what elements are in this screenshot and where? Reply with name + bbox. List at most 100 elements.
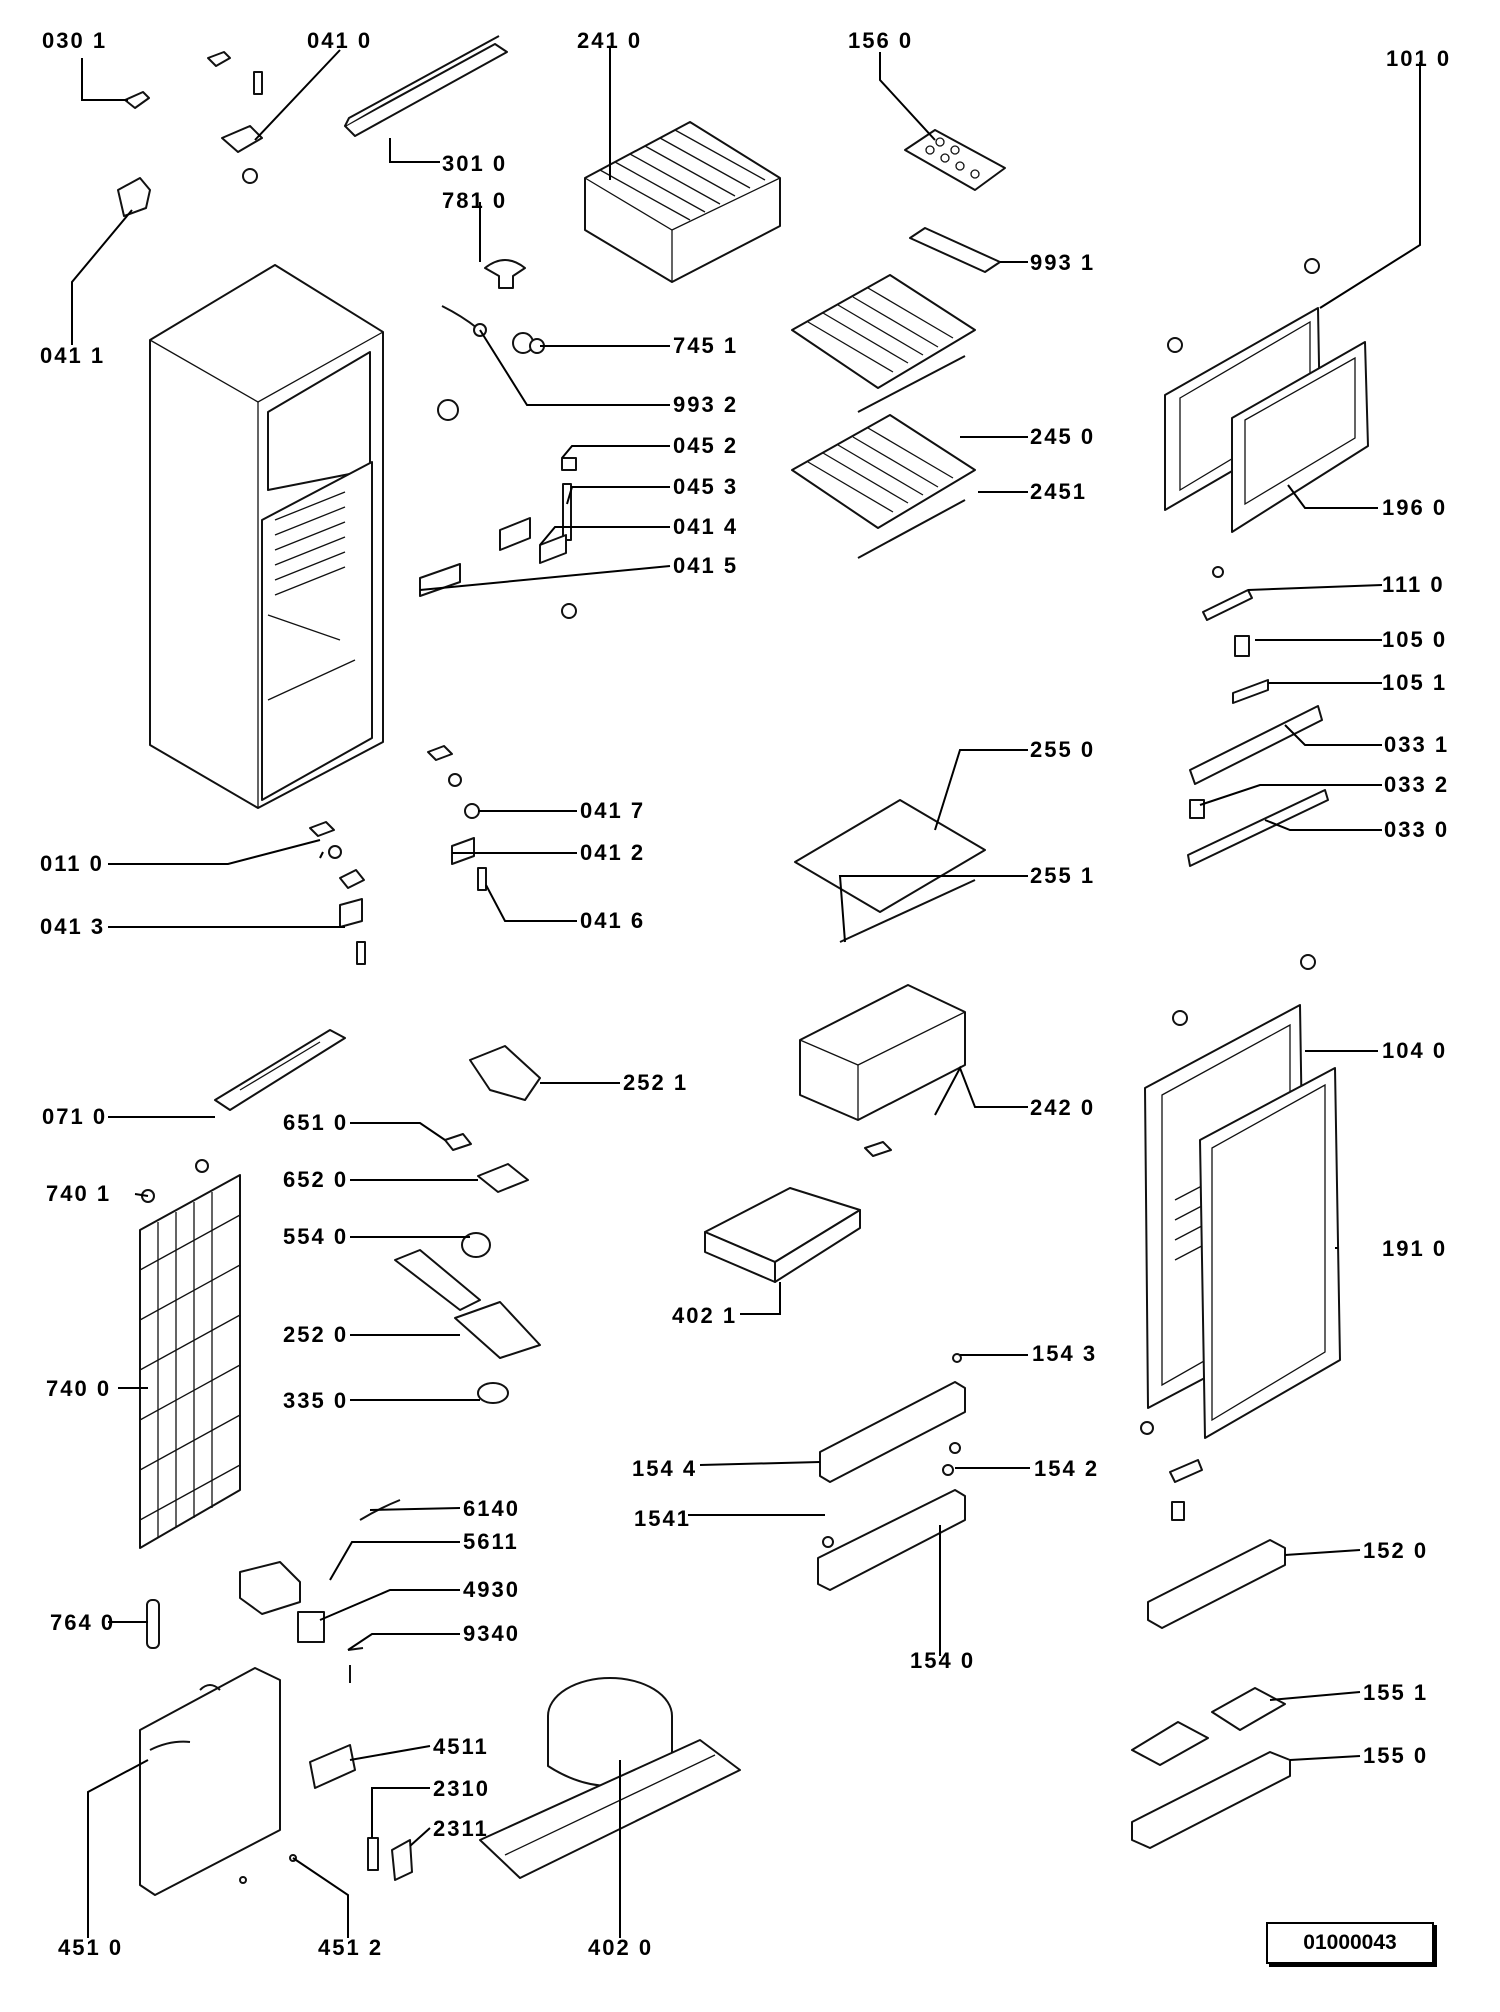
- label-0110: 011 0: [40, 851, 104, 876]
- part-0710-drip-channel: [214, 1029, 346, 1111]
- label-1110: 111 0: [1382, 572, 1445, 597]
- parts-1110-1050-1051-033: [1187, 566, 1329, 867]
- part-1910-door-gasket: [1199, 1067, 1341, 1439]
- part-0301-bracket: [124, 51, 231, 109]
- label-2450: 245 0: [1030, 424, 1096, 449]
- label-0414: 041 4: [673, 514, 739, 539]
- label-0416: 041 6: [580, 908, 646, 933]
- label-2410: 241 0: [577, 28, 643, 53]
- part-9931-shelf-trim: [909, 227, 1001, 273]
- part-2410-wire-shelf: [584, 121, 781, 283]
- label-2451: 2451: [1030, 479, 1087, 504]
- label-1540: 154 0: [910, 1648, 976, 1673]
- part-7401-clip: [141, 1159, 209, 1203]
- label-1960: 196 0: [1382, 495, 1448, 520]
- label-4021: 402 1: [672, 1303, 738, 1328]
- part-1560-ice-tray: [904, 129, 1006, 191]
- part-3010-top-trim: [344, 35, 508, 137]
- part-7640-filter-drier: [146, 1599, 160, 1649]
- label-9931: 993 1: [1030, 250, 1096, 275]
- part-1540-1544-door-bins: [817, 1353, 966, 1591]
- label-2311: 2311: [433, 1816, 489, 1841]
- label-2521: 252 1: [623, 1070, 689, 1095]
- label-0330: 033 0: [1384, 817, 1450, 842]
- label-1520: 152 0: [1363, 1538, 1429, 1563]
- document-number-box: 01000043: [1266, 1922, 1434, 1964]
- label-0301: 030 1: [42, 28, 108, 53]
- label-1544: 154 4: [632, 1456, 698, 1481]
- label-2550: 255 0: [1030, 737, 1096, 762]
- label-2551: 255 1: [1030, 863, 1096, 888]
- label-4512: 451 2: [318, 1935, 384, 1960]
- part-1551-1550-egg-tray: [1131, 1687, 1291, 1849]
- label-0415: 041 5: [673, 553, 739, 578]
- label-7401: 740 1: [46, 1181, 112, 1206]
- label-0452: 045 2: [673, 433, 739, 458]
- parts-6140-5611-4930-9340: [239, 1499, 401, 1683]
- parts-045-0414-0415: [419, 457, 577, 619]
- label-7810: 781 0: [442, 188, 508, 213]
- label-1040: 104 0: [1382, 1038, 1448, 1063]
- label-9340: 9340: [463, 1621, 520, 1646]
- label-1541: 1541: [634, 1506, 691, 1531]
- parts-011-0417-0412-0413-0416: [309, 745, 487, 965]
- part-2420-crisper: [799, 984, 966, 1157]
- label-1543: 154 3: [1032, 1341, 1098, 1366]
- part-6510-6520-switch: [444, 1133, 529, 1193]
- label-2420: 242 0: [1030, 1095, 1096, 1120]
- label-1051: 105 1: [1382, 670, 1448, 695]
- label-3350: 335 0: [283, 1388, 349, 1413]
- label-4930: 4930: [463, 1577, 520, 1602]
- label-0331: 033 1: [1384, 732, 1450, 757]
- document-number: 01000043: [1303, 1931, 1397, 1954]
- part-3350-knob: [477, 1382, 509, 1404]
- label-5540: 554 0: [283, 1224, 349, 1249]
- label-0410: 041 0: [307, 28, 373, 53]
- part-2521-light-housing: [469, 1045, 541, 1101]
- part-4021-butter-box: [704, 1187, 861, 1283]
- label-1910: 191 0: [1382, 1236, 1448, 1261]
- label-4510: 451 0: [58, 1935, 124, 1960]
- parts-lower-right-hinge: [1140, 1421, 1203, 1521]
- label-9932: 993 2: [673, 392, 739, 417]
- part-2310-2311-start-device: [367, 1837, 413, 1881]
- label-0453: 045 3: [673, 474, 739, 499]
- label-6520: 652 0: [283, 1167, 349, 1192]
- label-3010: 301 0: [442, 151, 508, 176]
- label-1542: 154 2: [1034, 1456, 1100, 1481]
- label-7451: 745 1: [673, 333, 739, 358]
- label-6510: 651 0: [283, 1110, 349, 1135]
- label-1550: 155 0: [1363, 1743, 1429, 1768]
- label-2520: 252 0: [283, 1322, 349, 1347]
- label-0413: 041 3: [40, 914, 106, 939]
- label-1050: 105 0: [1382, 627, 1448, 652]
- label-6140: 6140: [463, 1496, 520, 1521]
- part-7400-condenser: [139, 1174, 241, 1549]
- part-0410-hinge: [221, 71, 263, 184]
- label-1551: 155 1: [1363, 1680, 1429, 1705]
- part-1960-door-gasket: [1231, 341, 1369, 533]
- part-2550-glass-shelf: [794, 799, 986, 943]
- label-2310: 2310: [433, 1776, 490, 1801]
- part-4510-back-panel: [139, 1667, 297, 1896]
- part-2520-thermostat-housing: [394, 1249, 541, 1359]
- label-7400: 740 0: [46, 1376, 112, 1401]
- label-0417: 041 7: [580, 798, 646, 823]
- part-7451-thermostat: [437, 332, 545, 421]
- part-2450-shelf: [791, 274, 976, 559]
- label-7640: 764 0: [50, 1610, 116, 1635]
- leader-lines: [71, 48, 1421, 1938]
- label-4511: 4511: [433, 1734, 489, 1759]
- label-1560: 156 0: [848, 28, 914, 53]
- part-0411-hinge: [117, 177, 151, 217]
- part-9932-capillary: [441, 305, 487, 337]
- part-1520-bottom-shelf: [1147, 1539, 1286, 1629]
- label-0411: 041 1: [40, 343, 106, 368]
- label-1010: 101 0: [1386, 46, 1452, 71]
- part-7810-knob: [484, 259, 526, 289]
- part-5540-lamp: [461, 1232, 491, 1258]
- label-0412: 041 2: [580, 840, 646, 865]
- label-0710: 071 0: [42, 1104, 108, 1129]
